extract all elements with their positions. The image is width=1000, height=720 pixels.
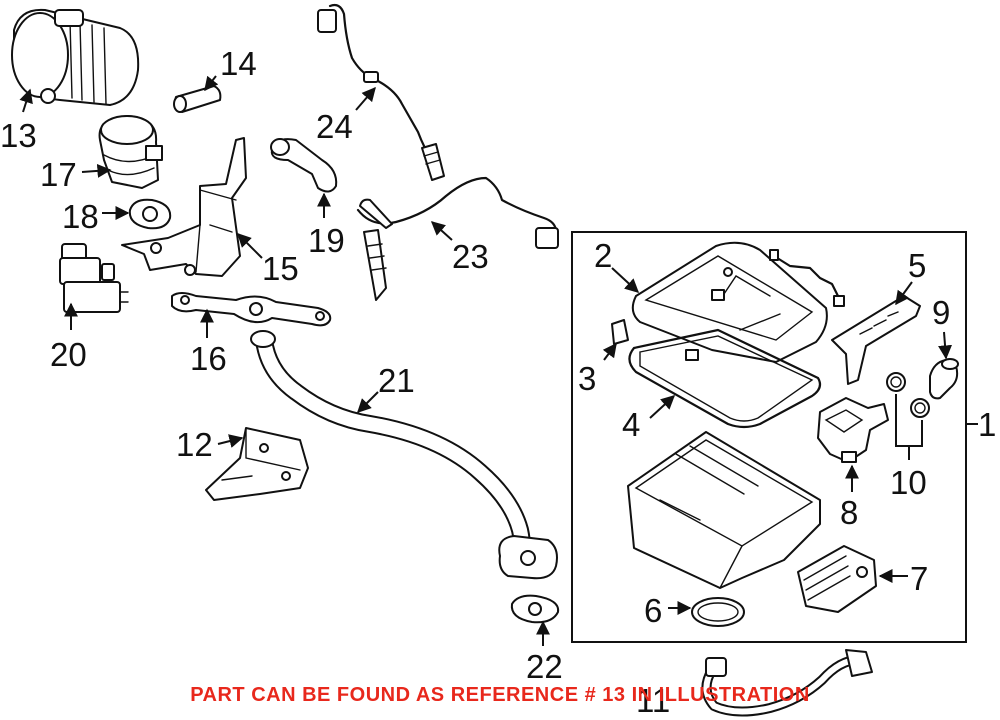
gasket-part-16	[171, 292, 332, 327]
elbow-hose-part-19	[270, 138, 338, 193]
callout-14: 14	[220, 45, 257, 82]
clip-part-3	[611, 319, 629, 345]
callout-21: 21	[378, 362, 415, 399]
callout-13: 13	[0, 117, 37, 154]
sensor-wire-part-5-harness	[769, 249, 845, 307]
callout-3: 3	[578, 360, 596, 397]
air-cleaner-lid-part-2	[631, 241, 828, 363]
callout-8: 8	[840, 494, 858, 531]
air-tube-part-21	[250, 330, 558, 580]
callout-20: 20	[50, 336, 87, 373]
air-cleaner-body	[627, 431, 821, 589]
air-pump-part-13	[11, 8, 140, 106]
seal-part-4	[628, 328, 822, 429]
oxygen-sensor-part-23	[356, 176, 559, 301]
callout-4: 4	[622, 406, 640, 443]
sensor-part-8	[817, 397, 889, 463]
hose-part-14	[173, 85, 222, 113]
gasket-part-22	[510, 594, 560, 624]
callout-7: 7	[910, 560, 928, 597]
air-cleaner-assembly-box	[571, 231, 967, 643]
callout-16: 16	[190, 340, 227, 377]
callout-10: 10	[890, 464, 927, 501]
hose-part-11	[701, 649, 873, 717]
callout-9: 9	[932, 294, 950, 331]
filter-part-7	[797, 545, 877, 613]
callout-18: 18	[62, 198, 99, 235]
callout-12: 12	[176, 426, 213, 463]
callout-5: 5	[908, 247, 926, 284]
bracket-part-15	[121, 137, 247, 277]
check-valve-part-17	[98, 115, 163, 189]
hose-part-9	[929, 358, 959, 400]
reference-note: PART CAN BE FOUND AS REFERENCE # 13 IN I…	[190, 684, 810, 706]
oxygen-sensor-part-24	[317, 3, 445, 181]
callout-6: 6	[644, 592, 662, 629]
gasket-part-18	[128, 198, 172, 230]
callout-19: 19	[308, 222, 345, 259]
callout-1: 1	[978, 406, 996, 443]
callout-17: 17	[40, 156, 77, 193]
clamps-part-10	[886, 372, 930, 418]
callout-22: 22	[526, 648, 563, 685]
o-ring-part-6	[691, 597, 745, 627]
callout-2: 2	[594, 237, 612, 274]
callout-23: 23	[452, 238, 489, 275]
callout-11: 11	[636, 682, 670, 719]
solenoid-valve-part-20	[59, 243, 129, 313]
callout-15: 15	[262, 250, 299, 287]
bracket-part-12	[205, 427, 309, 501]
callout-24: 24	[316, 108, 353, 145]
bracket-part-5	[831, 295, 921, 385]
